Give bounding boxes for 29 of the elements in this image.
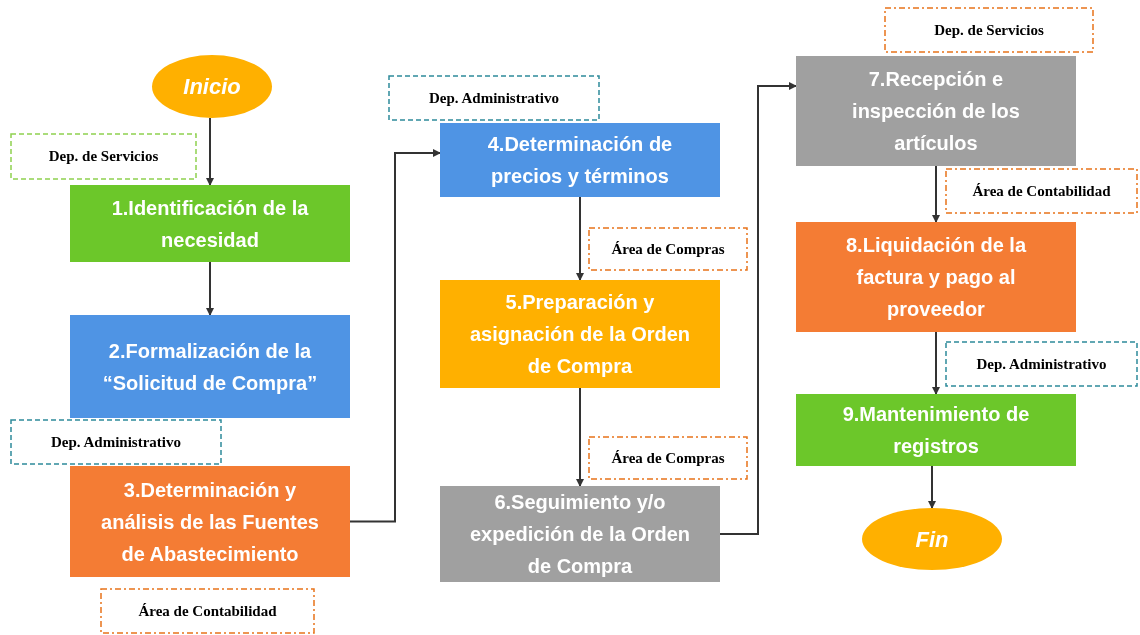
arrow xyxy=(932,165,940,223)
arrow xyxy=(932,331,940,395)
process-box: 9.Mantenimiento de registros xyxy=(796,394,1076,466)
arrow xyxy=(349,149,441,523)
arrow xyxy=(576,387,584,487)
department-tag: Área de Contabilidad xyxy=(945,168,1138,214)
department-tag: Dep. Administrativo xyxy=(388,75,600,121)
process-box: 3.Determinación y análisis de las Fuentes de Abastecimiento xyxy=(70,466,350,577)
terminal-ellipse: Inicio xyxy=(152,55,272,118)
department-tag: Área de Contabilidad xyxy=(100,588,315,634)
department-tag: Dep. de Servicios xyxy=(10,133,197,180)
process-box: 6.Seguimiento y/o expedición de la Orden de Compra xyxy=(440,486,720,582)
arrow xyxy=(719,82,797,535)
process-box: 2.Formalización de la “Solicitud de Compra” xyxy=(70,315,350,418)
process-box: 1.Identificación de la necesidad xyxy=(70,185,350,262)
department-tag: Dep. Administrativo xyxy=(945,341,1138,387)
process-box: 4.Determinación de precios y términos xyxy=(440,123,720,197)
process-box: 5.Preparación y asignación de la Orden de Compra xyxy=(440,280,720,388)
arrow xyxy=(206,261,214,316)
arrow xyxy=(206,117,214,186)
process-box: 8.Liquidación de la factura y pago al proveedor xyxy=(796,222,1076,332)
process-box: 7.Recepción e inspección de los artículos xyxy=(796,56,1076,166)
terminal-ellipse: Fin xyxy=(862,508,1002,570)
department-tag: Dep. de Servicios xyxy=(884,7,1094,53)
department-tag: Área de Compras xyxy=(588,436,748,480)
department-tag: Área de Compras xyxy=(588,227,748,271)
department-tag: Dep. Administrativo xyxy=(10,419,222,465)
arrow xyxy=(576,196,584,281)
arrow xyxy=(928,465,936,509)
